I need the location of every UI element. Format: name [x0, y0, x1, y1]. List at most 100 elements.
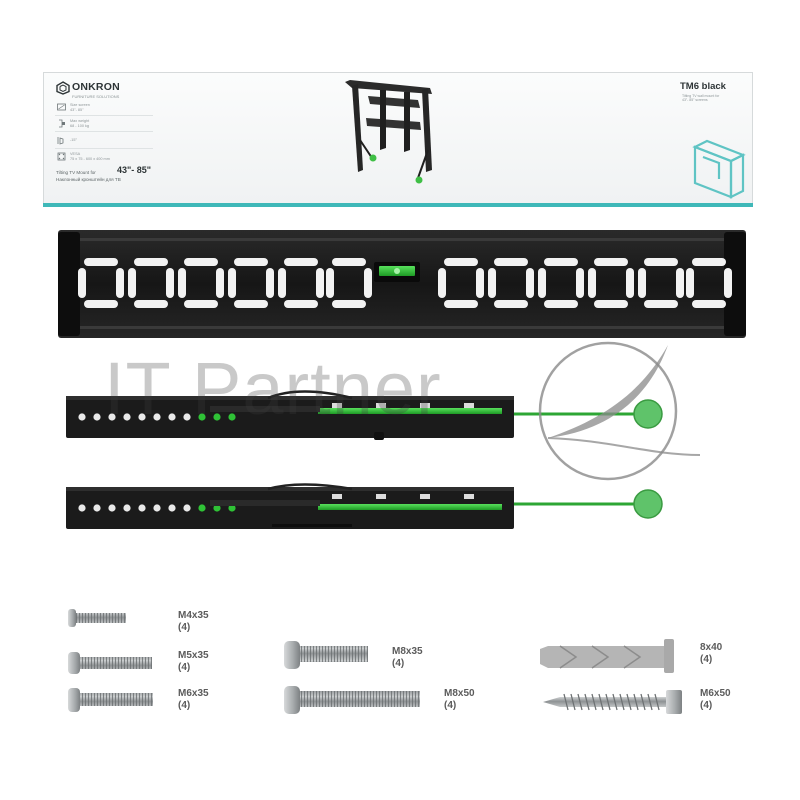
watermark-text: IT Partner [104, 347, 442, 430]
hardware-label-m5x35: M5x35(4) [178, 650, 209, 673]
arm-hole [138, 504, 146, 512]
slot [476, 268, 484, 298]
arm-slot [420, 494, 430, 499]
tilt-icon [57, 137, 64, 145]
spec-tilt: -15° [70, 138, 78, 142]
spec-divider [55, 131, 153, 132]
brand-tagline: FURNITURE SOLUTIONS [72, 94, 120, 99]
arm-holes [78, 403, 474, 421]
brand-name: ONKRON [72, 81, 120, 93]
arm-hole [228, 413, 236, 421]
arm-hole [228, 504, 236, 512]
slot [544, 300, 578, 308]
slot [316, 268, 324, 298]
tv-arm-upper [66, 390, 663, 440]
slot [544, 258, 578, 266]
slot [184, 258, 218, 266]
arm-slot [464, 403, 474, 408]
slot [234, 300, 268, 308]
hardware-label-m6x35: M6x35(4) [178, 688, 209, 711]
slot [488, 268, 496, 298]
slot [128, 268, 136, 298]
screw-m6x35 [68, 688, 153, 712]
arm-slot [420, 403, 430, 408]
arm-hole [213, 413, 221, 421]
hardware-label-lag-m6x50: M6x50(4) [700, 688, 731, 711]
arm-hole [93, 504, 101, 512]
model-name: TM6 black [680, 81, 726, 92]
hardware-label-m8x50: M8x50(4) [444, 688, 475, 711]
arm-slot [332, 494, 342, 499]
arm-hole [138, 413, 146, 421]
slot [444, 300, 478, 308]
arm-hole [78, 504, 86, 512]
arm-hole [108, 504, 116, 512]
slot [588, 268, 596, 298]
slot [686, 268, 694, 298]
slot [438, 268, 446, 298]
spec-divider [55, 148, 153, 149]
slot [444, 258, 478, 266]
arm-hole [183, 413, 191, 421]
package-box [43, 72, 753, 205]
slot [594, 258, 628, 266]
slot [266, 268, 274, 298]
wall-anchor-8x40 [540, 639, 674, 673]
hardware-label-m8x35: M8x35(4) [392, 646, 423, 669]
arm-hole [153, 413, 161, 421]
arm-hole [78, 413, 86, 421]
slot [594, 300, 628, 308]
tv-arm-lower [66, 483, 663, 529]
slot [724, 268, 732, 298]
slot [326, 268, 334, 298]
slot [278, 268, 286, 298]
slot [184, 300, 218, 308]
slot [692, 258, 726, 266]
slot [644, 300, 678, 308]
package-cube-logo-icon [692, 139, 746, 199]
package-product-photo [345, 80, 432, 184]
wall-plate [58, 230, 746, 338]
arm-slot [332, 403, 342, 408]
slot [84, 300, 118, 308]
screw-m8x35 [284, 641, 368, 669]
hardware-label-anchor-8x40: 8x40(4) [700, 642, 723, 665]
arm-hole [153, 504, 161, 512]
slot [526, 268, 534, 298]
slot [692, 300, 726, 308]
slot [626, 268, 634, 298]
slot [576, 268, 584, 298]
arm-hole [108, 413, 116, 421]
slot [676, 268, 684, 298]
arm-hole [198, 504, 206, 512]
slot [284, 258, 318, 266]
arm-hole [123, 413, 131, 421]
arm-hole [183, 504, 191, 512]
slot [638, 268, 646, 298]
arm-hole [123, 504, 131, 512]
screw-m5x35 [68, 652, 152, 674]
tilt-release-knob [633, 489, 663, 519]
hardware-label-m4x35: M4x35(4) [178, 610, 209, 633]
arm-hole [93, 413, 101, 421]
slot [216, 268, 224, 298]
package-title-ru: Наклонный кронштейн для ТВ [56, 177, 121, 182]
slot [116, 268, 124, 298]
wall-plate-slots [78, 258, 732, 308]
arm-hole [168, 413, 176, 421]
slot [538, 268, 546, 298]
arm-hole [168, 504, 176, 512]
onkron-logo-icon [56, 81, 70, 95]
package-size-range: 43"- 85" [117, 165, 152, 175]
slot [228, 268, 236, 298]
arm-hole [213, 504, 221, 512]
slot [494, 300, 528, 308]
slot [234, 258, 268, 266]
watermark-logo-icon [538, 341, 701, 481]
weight-icon [59, 119, 65, 128]
